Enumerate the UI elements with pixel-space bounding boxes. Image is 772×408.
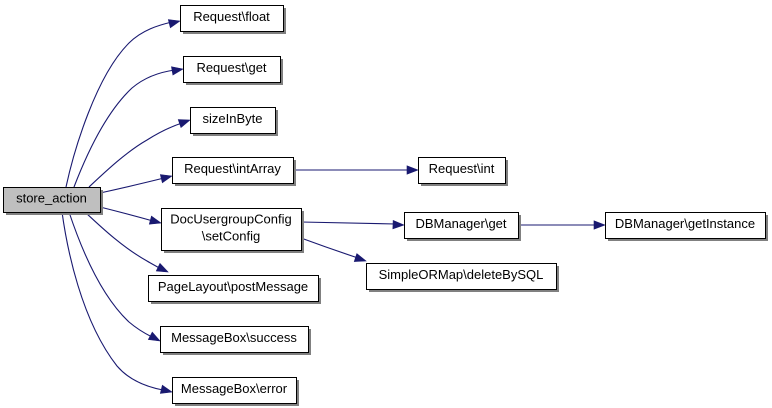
edge-line (300, 221, 397, 225)
arrowhead-icon (406, 165, 419, 175)
node-db_manager_get[interactable]: DBManager\get (404, 212, 522, 242)
arrowhead-icon (392, 219, 405, 230)
node-request_float[interactable]: Request\float (180, 5, 287, 35)
edge-line (88, 122, 183, 188)
node-label: store_action (16, 191, 87, 206)
edge-doc_usergroup_config_set_config-to-db_manager_get (300, 219, 405, 230)
arrowhead-icon (159, 174, 173, 184)
node-store_action[interactable]: store_action (3, 187, 104, 216)
node-label: MessageBox\error (181, 381, 288, 396)
node-label-line: Request\get (196, 60, 266, 75)
node-rect[interactable] (183, 56, 281, 83)
node-rect[interactable] (418, 157, 506, 184)
node-label-line: SimpleORMap\deleteBySQL (379, 267, 544, 282)
edge-line (300, 237, 359, 259)
node-rect[interactable] (172, 377, 297, 404)
node-rect[interactable] (404, 212, 519, 239)
node-rect[interactable] (3, 187, 101, 213)
node-label-line: sizeInByte (203, 111, 263, 126)
node-label-line: DBManager\get (415, 216, 506, 231)
edge-store_action-to-size_in_byte (88, 119, 191, 188)
node-label-line: Request\float (193, 9, 270, 24)
node-size_in_byte[interactable]: sizeInByte (190, 107, 279, 137)
edge-store_action-to-request_int_array (99, 174, 173, 194)
node-label-line: Request\int (429, 161, 495, 176)
node-label: DocUsergroupConfig \setConfig (170, 212, 291, 244)
edge-line (84, 211, 162, 270)
arrowhead-icon (147, 331, 161, 342)
arrowhead-icon (177, 119, 191, 129)
node-label-line: store_action (16, 191, 87, 206)
edge-store_action-to-request_float (65, 19, 181, 188)
node-request_int_array[interactable]: Request\intArray (172, 157, 297, 187)
arrowhead-icon (155, 262, 169, 273)
node-request_get[interactable]: Request\get (183, 56, 284, 86)
edge-request_int_array-to-request_int (293, 165, 419, 175)
node-label: Request\int (429, 161, 495, 176)
node-label: Request\intArray (184, 161, 281, 176)
node-label: PageLayout\postMessage (158, 279, 308, 294)
node-label-line: Request\intArray (184, 161, 281, 176)
node-rect[interactable] (148, 275, 319, 302)
node-label: sizeInByte (203, 111, 263, 126)
edge-store_action-to-doc_usergroup_config_set_config (99, 206, 162, 225)
node-label: DBManager\getInstance (615, 216, 755, 231)
arrowhead-icon (148, 215, 162, 225)
edge-line (99, 177, 165, 194)
node-rect[interactable] (161, 208, 302, 251)
node-rect[interactable] (160, 326, 309, 353)
node-label: SimpleORMap\deleteBySQL (379, 267, 544, 282)
node-request_int[interactable]: Request\int (418, 157, 509, 187)
edge-line (65, 21, 173, 188)
edge-store_action-to-message_box_success (68, 211, 161, 342)
arrowhead-icon (171, 66, 184, 76)
node-label: Request\get (196, 60, 266, 75)
edges-layer (61, 19, 606, 394)
arrowhead-icon (167, 19, 181, 29)
node-label: DBManager\get (415, 216, 506, 231)
arrowhead-icon (353, 253, 367, 262)
node-rect[interactable] (366, 263, 557, 290)
node-label: MessageBox\success (171, 330, 297, 345)
node-label: Request\float (193, 9, 270, 24)
edge-line (73, 69, 176, 188)
edge-store_action-to-page_layout_post_message (84, 211, 169, 273)
edge-doc_usergroup_config_set_config-to-simple_ormap_delete_by_sql (300, 237, 367, 262)
edge-line (61, 211, 164, 391)
arrowhead-icon (159, 384, 173, 394)
node-label-line: MessageBox\success (171, 330, 297, 345)
node-label-line: DBManager\getInstance (615, 216, 755, 231)
edge-line (99, 206, 154, 222)
edge-line (68, 211, 153, 338)
node-rect[interactable] (172, 157, 294, 184)
node-rect[interactable] (180, 5, 284, 32)
edge-store_action-to-request_get (73, 66, 184, 188)
edge-store_action-to-message_box_error (61, 211, 173, 394)
node-rect[interactable] (190, 107, 276, 134)
node-page_layout_post_message[interactable]: PageLayout\postMessage (148, 275, 322, 305)
node-doc_usergroup_config_set_config[interactable]: DocUsergroupConfig \setConfig (161, 208, 305, 254)
node-rect[interactable] (605, 212, 766, 239)
node-db_manager_get_instance[interactable]: DBManager\getInstance (605, 212, 769, 242)
node-message_box_error[interactable]: MessageBox\error (172, 377, 300, 407)
node-label-line: \setConfig (202, 229, 261, 244)
node-message_box_success[interactable]: MessageBox\success (160, 326, 312, 356)
node-label-line: DocUsergroupConfig (170, 212, 291, 227)
node-label-line: MessageBox\error (181, 381, 288, 396)
arrowhead-icon (593, 220, 606, 230)
node-label-line: PageLayout\postMessage (158, 279, 308, 294)
node-simple_ormap_delete_by_sql[interactable]: SimpleORMap\deleteBySQL (366, 263, 560, 293)
edge-db_manager_get-to-db_manager_get_instance (518, 220, 606, 230)
